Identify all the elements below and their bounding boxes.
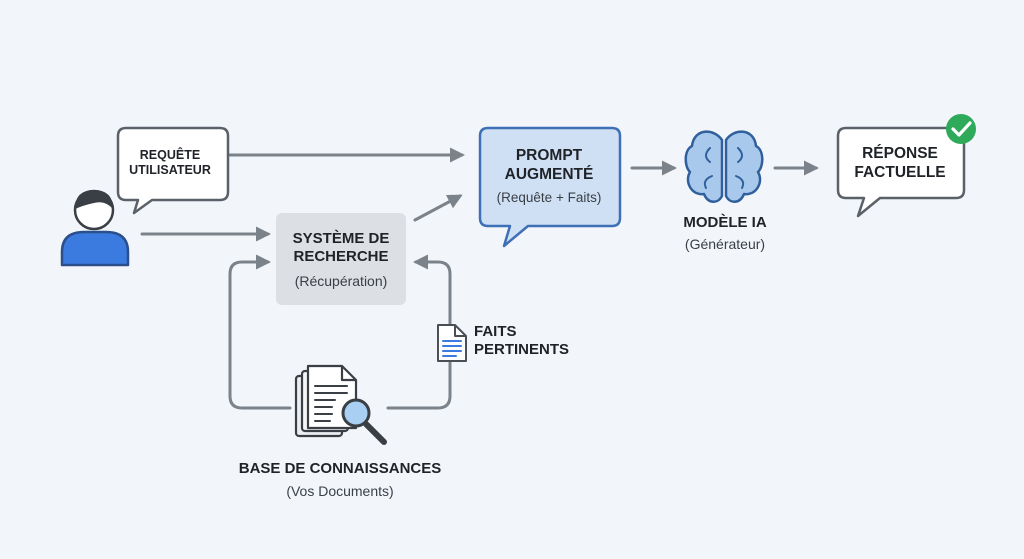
arrow-kb-to-system-left [228,254,292,410]
augmented-prompt-bubble [478,126,622,248]
retrieval-system-subtitle: (Récupération) [294,273,388,289]
user-query-bubble [116,126,230,215]
brain-icon [684,130,764,203]
document-icon [437,324,467,362]
user-icon [60,189,130,267]
check-badge-icon [946,114,976,144]
knowledge-base-title: BASE DE CONNAISSANCES [238,460,442,477]
knowledge-base-subtitle: (Vos Documents) [286,483,394,499]
retrieval-system-box [276,213,406,305]
ai-model-subtitle: (Générateur) [684,236,766,252]
arrow-system-to-prompt [413,194,463,222]
document-search-icon [294,364,387,445]
augmented-prompt-subtitle: (Requête + Faits) [496,190,602,205]
ai-model-title: MODÈLE IA [683,214,767,231]
